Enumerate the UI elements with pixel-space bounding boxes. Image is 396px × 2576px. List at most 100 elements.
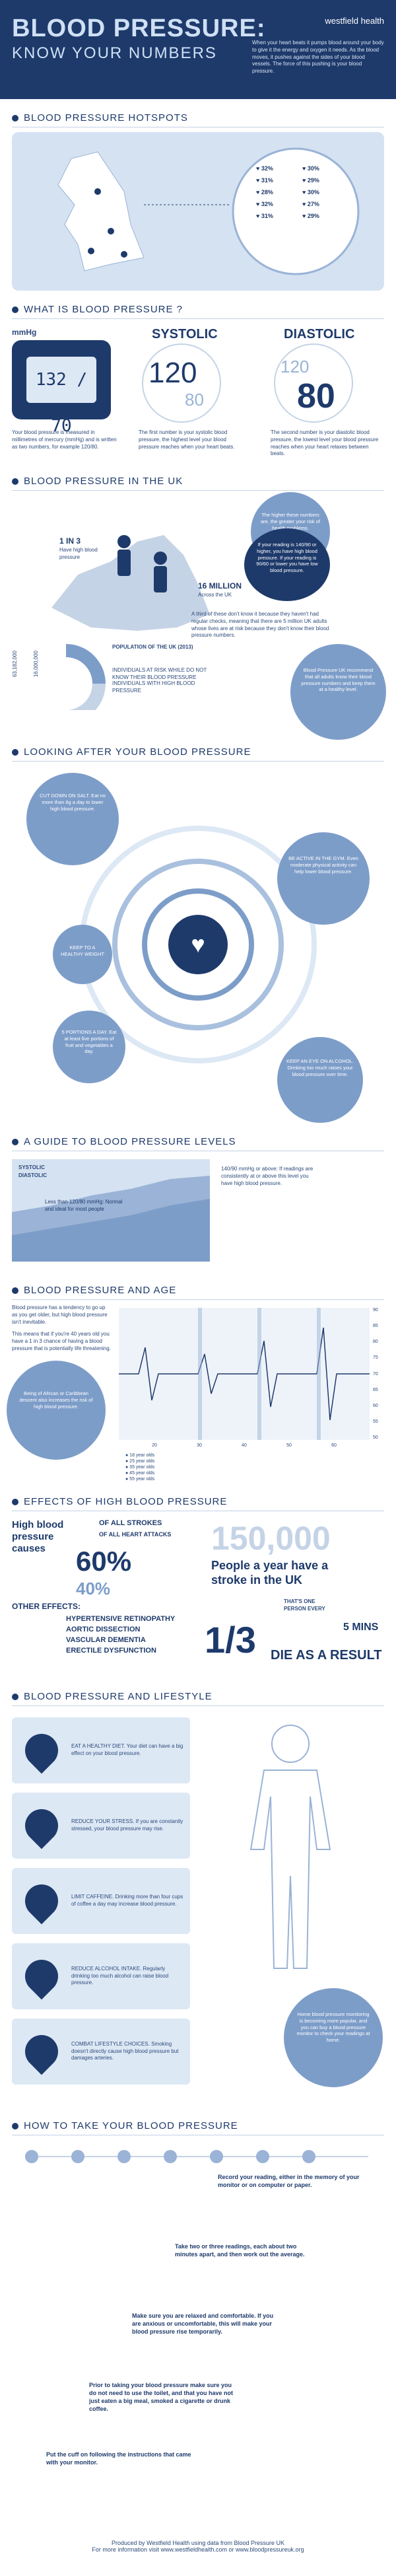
bp-monitor: 132 / 70	[12, 340, 111, 436]
uk-map	[57, 147, 360, 275]
uk-shape	[51, 535, 210, 631]
age-chart	[119, 1308, 370, 1440]
footer-line: For more information visit www.westfield…	[92, 2546, 304, 2553]
person-head-icon	[117, 535, 131, 548]
heart-attacks-pct-label: OF ALL HEART ATTACKS	[99, 1531, 172, 1538]
section-title-effects: EFFECTS OF HIGH BLOOD PRESSURE	[12, 1496, 227, 1507]
info-bubble: Blood Pressure UK recommend that all adu…	[290, 644, 386, 740]
legend-item: ● 55 year olds	[125, 1477, 155, 1482]
how-to-step: Take two or three readings, each about t…	[175, 2243, 305, 2258]
diastolic-circle	[274, 343, 353, 423]
level-note: 140/90 mmHg or above: If readings are co…	[221, 1166, 314, 1186]
bullet-icon	[12, 1498, 18, 1505]
location-pin-icon	[18, 1727, 65, 1774]
systolic-circle	[142, 343, 221, 423]
stat-16-million-sub: Across the UK	[198, 592, 232, 598]
footer: Produced by Westfield Health using data …	[0, 2540, 396, 2553]
section-title-lifestyle: BLOOD PRESSURE AND LIFESTYLE	[12, 1691, 213, 1702]
area-shape	[12, 1199, 210, 1262]
header: BLOOD PRESSURE: KNOW YOUR NUMBERS westfi…	[0, 0, 396, 99]
intro-text: When your heart beats it pumps blood aro…	[252, 40, 384, 75]
systolic-value: 120	[148, 357, 197, 389]
population-label: POPULATION OF THE UK (2013)	[112, 644, 193, 650]
body-outline	[249, 1725, 331, 1969]
y-tick-label: 50	[373, 1435, 378, 1440]
fraction-label: DIE AS A RESULT	[271, 1648, 382, 1663]
decor-ring	[112, 859, 284, 1030]
age-paragraph: This means that if you're 40 years old y…	[12, 1331, 111, 1351]
uk-shape	[57, 151, 145, 271]
bullet-icon	[12, 748, 18, 756]
effect-item: VASCULAR DEMENTIA	[66, 1636, 146, 1644]
hotspot-percent: ♥ 30%	[302, 189, 319, 196]
bullet-icon	[12, 1287, 18, 1294]
step-marker	[210, 2150, 223, 2163]
y-tick-label: 75	[373, 1355, 378, 1361]
tip-bubble: 5 PORTIONS A DAY. Eat at least five port…	[53, 1011, 125, 1083]
legend-item: ● 18 year olds	[125, 1453, 155, 1458]
step-marker	[256, 2150, 269, 2163]
footer-line: Produced by Westfield Health using data …	[112, 2540, 284, 2546]
bullet-icon	[12, 306, 18, 313]
divider	[12, 761, 384, 762]
stroke-count-sub: People a year have a stroke in the UK	[211, 1559, 329, 1587]
systolic-label: SYSTOLIC	[152, 327, 218, 341]
donut-segment	[65, 644, 106, 684]
hotspot-percent: ♥ 29%	[302, 177, 319, 184]
strokes-pct: 60%	[76, 1546, 132, 1577]
hotspot-percent: ♥ 31%	[256, 177, 273, 184]
decor-ring	[142, 888, 254, 1001]
x-tick-label: 60	[331, 1443, 337, 1448]
step-marker	[117, 2150, 131, 2163]
age-paragraph: Blood pressure has a tendency to go up a…	[12, 1305, 108, 1325]
lifestyle-text: LIMIT CAFFEINE. Drinking more than four …	[71, 1894, 183, 1907]
effect-item: HYPERTENSIVE RETINOPATHY	[66, 1615, 176, 1623]
explanation-1: Your blood pressure is measured in milli…	[12, 429, 117, 450]
step-marker	[25, 2150, 38, 2163]
y-tick-label: 85	[373, 1324, 378, 1329]
how-to-step: Prior to taking your blood pressure make…	[89, 2382, 234, 2413]
divider	[12, 1299, 384, 1300]
other-effects-label: OTHER EFFECTS:	[12, 1602, 81, 1611]
gauge-label: mmHg	[12, 328, 37, 337]
causes-label: High blood pressure causes	[12, 1519, 64, 1554]
x-tick-label: 30	[197, 1443, 202, 1448]
map-pin	[88, 248, 94, 254]
x-tick-label: 20	[152, 1443, 157, 1448]
pulse-line	[119, 1327, 370, 1421]
uk-note: A third of these don't know it because t…	[191, 611, 329, 639]
stat-one-in-three: 1 IN 3	[59, 536, 81, 546]
legend-item: ● 45 year olds	[125, 1471, 155, 1476]
hotspot-percentages: ♥ 32%♥ 30%♥ 31%♥ 29%♥ 28%♥ 30%♥ 32%♥ 27%…	[256, 165, 342, 219]
hotspot-percent: ♥ 30%	[302, 165, 319, 172]
lifestyle-item: REDUCE ALCOHOL INTAKE. Regularly drinkin…	[12, 1943, 190, 2009]
person-head-icon	[154, 552, 167, 565]
map-pin	[121, 251, 127, 258]
bullet-icon	[12, 2122, 18, 2129]
tip-bubble: CUT DOWN ON SALT. Eat no more than 6g a …	[26, 773, 119, 865]
population-value: 63,182,000	[12, 651, 18, 678]
strokes-pct-label: OF ALL STROKES	[99, 1519, 162, 1527]
person-body-icon	[117, 550, 131, 576]
section-title-how-to: HOW TO TAKE YOUR BLOOD PRESSURE	[12, 2120, 238, 2131]
explanation-2: The first number is your systolic blood …	[139, 429, 235, 450]
hotspot-percent: ♥ 27%	[302, 201, 319, 207]
legend-systolic: SYSTOLIC	[18, 1164, 45, 1170]
heart-attacks-pct: 40%	[76, 1579, 111, 1598]
lifestyle-item: EAT A HEALTHY DIET. Your diet can have a…	[12, 1717, 190, 1783]
section-title-age: BLOOD PRESSURE AND AGE	[12, 1285, 176, 1296]
age-lines	[119, 1308, 370, 1440]
bullet-icon	[12, 1138, 18, 1145]
how-to-steps	[25, 2150, 368, 2163]
diastolic-label: DIASTOLIC	[284, 327, 355, 341]
monitor-display: 132 / 70	[26, 357, 96, 436]
y-tick-label: 60	[373, 1403, 378, 1408]
section-title-levels: A GUIDE TO BLOOD PRESSURE LEVELS	[12, 1136, 236, 1147]
bullet-icon	[12, 478, 18, 485]
diastolic-value: 80	[297, 377, 335, 415]
hotspot-percent: ♥ 32%	[256, 201, 273, 207]
uk-shaded-map	[51, 535, 210, 631]
